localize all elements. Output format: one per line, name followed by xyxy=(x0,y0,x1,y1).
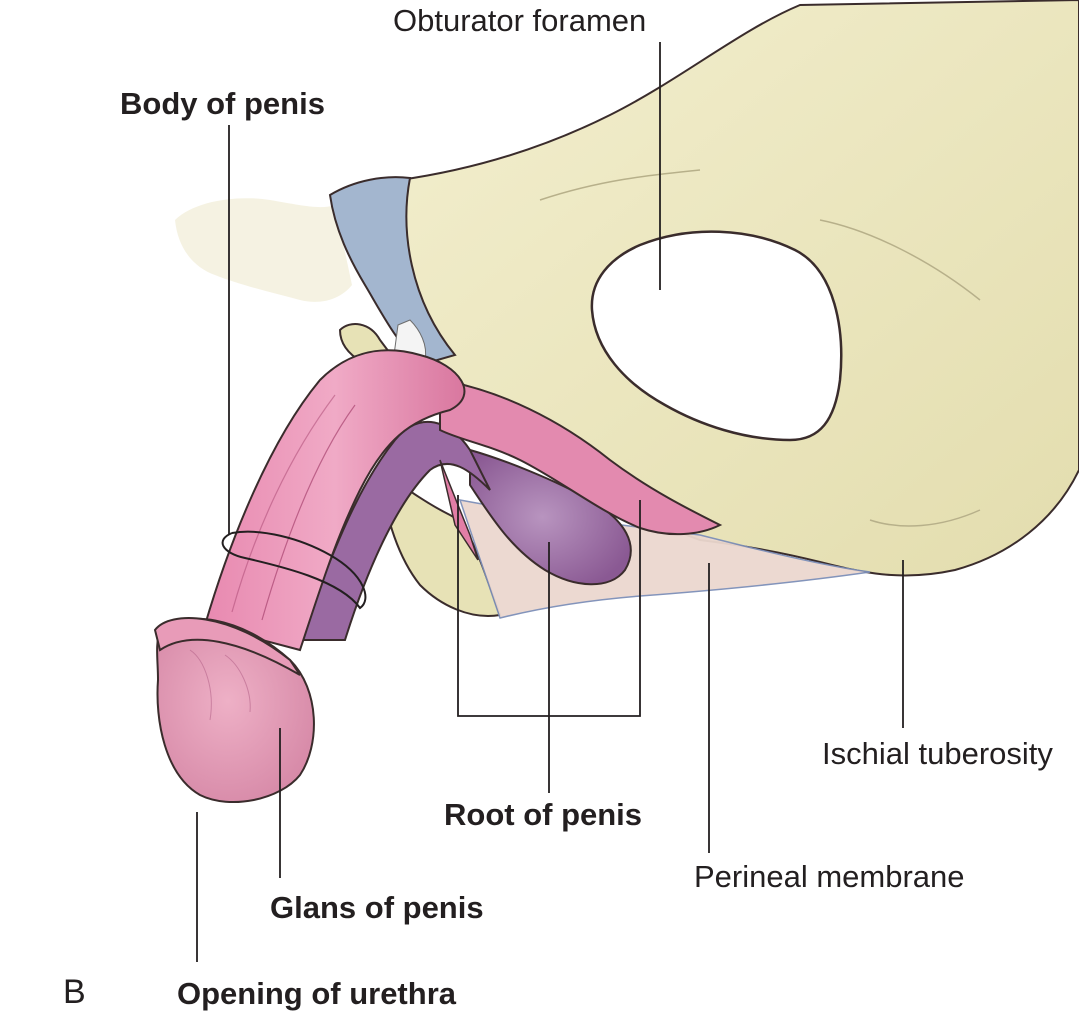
label-obturator-foramen: Obturator foramen xyxy=(393,3,647,38)
corona xyxy=(153,617,301,676)
pubic-ligament xyxy=(328,176,457,367)
label-ischial-tuberosity: Ischial tuberosity xyxy=(822,736,1053,771)
glans-of-penis xyxy=(156,617,315,803)
label-body-of-penis: Body of penis xyxy=(120,86,325,121)
pubic-bone-left-ghost xyxy=(175,198,352,302)
penis-shaft xyxy=(203,349,466,652)
obturator-foramen xyxy=(590,230,843,442)
bulb-of-penis xyxy=(469,448,632,586)
label-perineal-membrane: Perineal membrane xyxy=(694,859,965,894)
corpus-spongiosum xyxy=(298,421,491,641)
crus-of-penis xyxy=(439,378,723,536)
label-glans-of-penis: Glans of penis xyxy=(270,890,484,925)
leader-lines xyxy=(196,42,904,962)
label-root-of-penis: Root of penis xyxy=(444,797,643,832)
label-opening-of-urethra: Opening of urethra xyxy=(177,976,456,1011)
body-of-penis-ring xyxy=(221,530,367,610)
panel-letter: B xyxy=(63,973,86,1011)
